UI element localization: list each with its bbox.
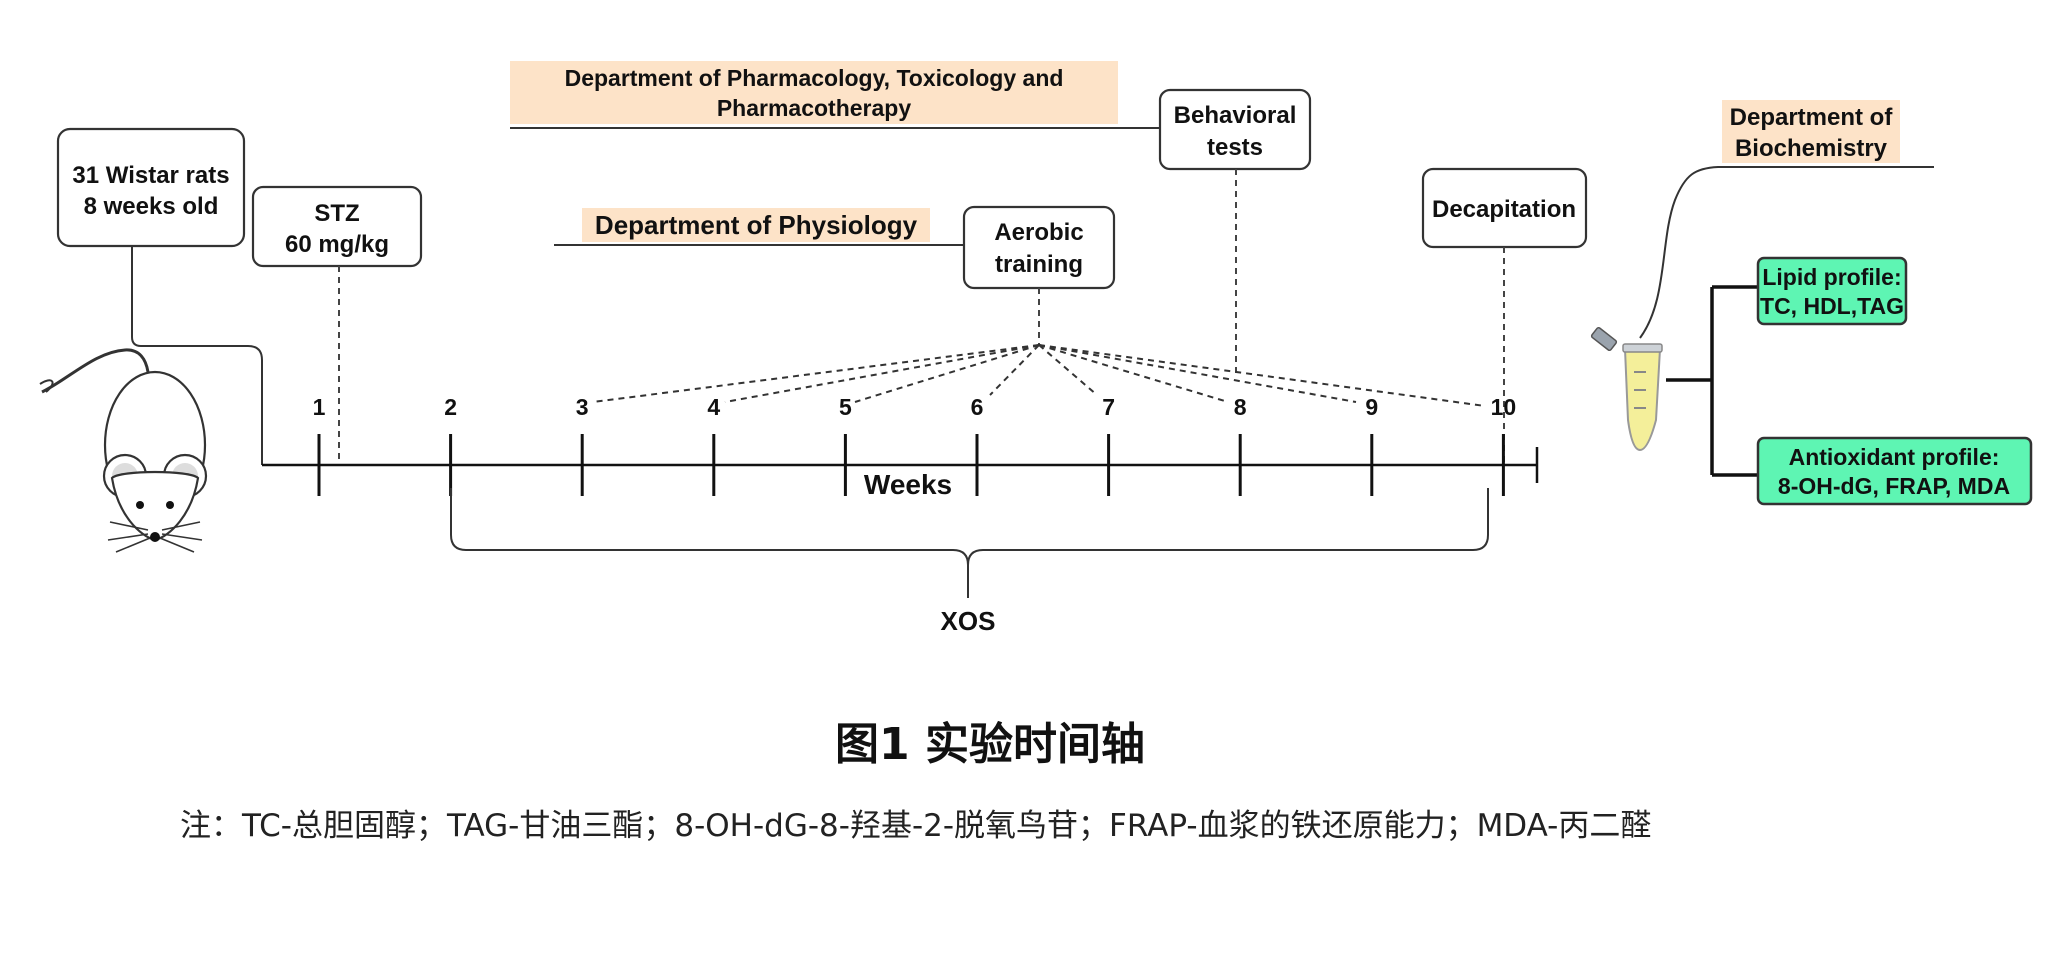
lipid-label-line1: Lipid profile: <box>1762 264 1901 290</box>
timeline-diagram: 31 Wistar rats 8 weeks old STZ 60 mg/kg … <box>39 61 2033 636</box>
training-fan-lines <box>592 344 1486 407</box>
physio-label: Department of Physiology <box>595 210 918 240</box>
axis-title: Weeks <box>864 469 952 500</box>
xos-label: XOS <box>941 606 996 636</box>
profile-branch <box>1666 285 1758 477</box>
behavioral-tests-box: Behavioral tests <box>1158 88 1312 171</box>
decapitation-box: Decapitation <box>1421 167 1588 249</box>
antiox-label-line1: Antioxidant profile: <box>1789 444 2000 470</box>
pharma-label-line2: Pharmacotherapy <box>717 95 912 121</box>
decapitation-label: Decapitation <box>1432 196 1576 223</box>
stz-box: STZ 60 mg/kg <box>251 185 423 268</box>
pharma-label-line1: Department of Pharmacology, Toxicology a… <box>565 65 1064 91</box>
week-tick-label: 4 <box>707 394 720 420</box>
lipid-label-line2: TC, HDL,TAG <box>1760 293 1904 319</box>
rats-connector <box>131 246 263 465</box>
aerobic-label-line1: Aerobic <box>994 219 1083 246</box>
rat-icon <box>39 348 208 553</box>
week-tick-label: 9 <box>1365 394 1378 420</box>
biochem-label-line1: Department of <box>1730 104 1894 131</box>
behavioral-label-line2: tests <box>1207 134 1263 161</box>
rats-box: 31 Wistar rats 8 weeks old <box>56 127 246 248</box>
physiology-department-label: Department of Physiology <box>582 208 930 242</box>
aerobic-training-box: Aerobic training <box>962 205 1116 290</box>
biochemistry-department-label: Department of Biochemistry <box>1722 100 1900 163</box>
week-tick-label: 5 <box>839 394 852 420</box>
stz-label-line2: 60 mg/kg <box>285 231 389 258</box>
week-tick-label: 8 <box>1234 394 1247 420</box>
week-tick-label: 6 <box>971 394 984 420</box>
antioxidant-profile-box: Antioxidant profile: 8-OH-dG, FRAP, MDA <box>1756 436 2033 506</box>
lipid-profile-box: Lipid profile: TC, HDL,TAG <box>1756 256 1908 326</box>
xos-brace: XOS <box>450 488 1489 636</box>
rats-label-line2: 8 weeks old <box>84 193 219 220</box>
weeks-axis: 1 2 3 4 5 6 7 8 9 10 Weeks <box>262 394 1539 500</box>
pharmacology-department-label: Department of Pharmacology, Toxicology a… <box>510 61 1118 124</box>
aerobic-label-line2: training <box>995 251 1083 278</box>
week-tick-label: 3 <box>576 394 589 420</box>
week-tick-label: 2 <box>444 394 457 420</box>
figure-title: 图1 实验时间轴 <box>835 719 1145 770</box>
behavioral-label-line1: Behavioral <box>1174 102 1297 129</box>
stz-label-line1: STZ <box>314 200 359 227</box>
figure-note: 注：TC-总胆固醇；TAG-甘油三酯；8-OH-dG-8-羟基-2-脱氧鸟苷；F… <box>180 808 1652 844</box>
week-tick-label: 7 <box>1102 394 1115 420</box>
rats-label-line1: 31 Wistar rats <box>72 162 229 189</box>
test-tube-icon <box>1590 326 1663 452</box>
antiox-label-line2: 8-OH-dG, FRAP, MDA <box>1778 473 2010 499</box>
week-tick-label: 10 <box>1491 394 1517 420</box>
week-tick-label: 1 <box>313 394 326 420</box>
biochem-label-line2: Biochemistry <box>1735 135 1888 162</box>
